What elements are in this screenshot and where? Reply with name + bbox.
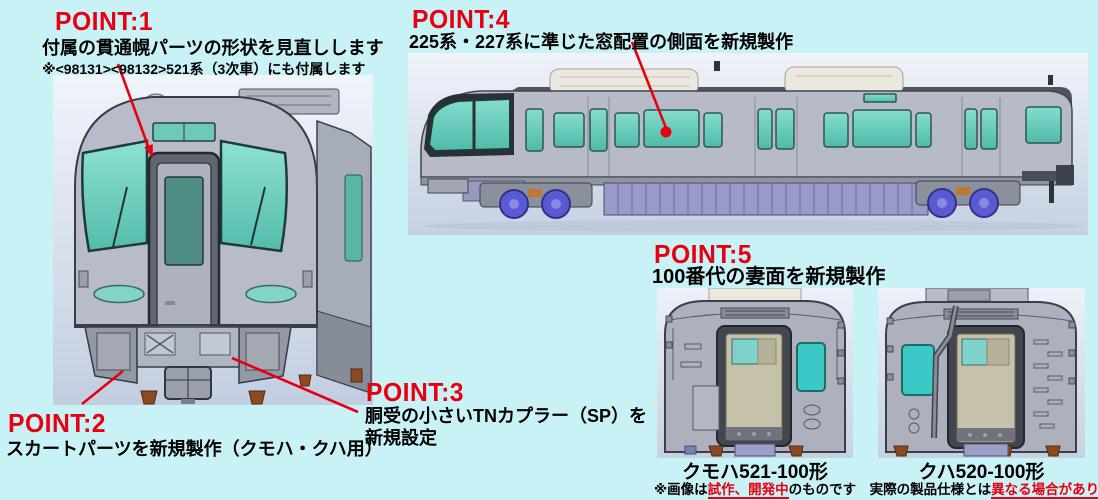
under-gear bbox=[684, 443, 804, 457]
point2-desc: スカートパーツを新規製作（クモハ・クハ用） bbox=[6, 439, 383, 459]
conduit bbox=[931, 305, 959, 439]
windshields bbox=[81, 139, 289, 253]
cab-step bbox=[427, 178, 469, 194]
headlight-left bbox=[93, 284, 145, 304]
edge-fittings bbox=[886, 317, 1076, 385]
end-window bbox=[901, 344, 935, 396]
end-view-right-caption: クハ520-100形 bbox=[918, 462, 1045, 483]
end-door bbox=[947, 325, 1025, 449]
headlight-right bbox=[245, 284, 297, 304]
vent-grille bbox=[943, 308, 1019, 320]
point1-note: ※<98131><98132>521系（3次車）にも付属します bbox=[42, 61, 366, 77]
air-hose bbox=[248, 390, 266, 405]
end-view-left-render bbox=[657, 288, 853, 458]
point3-label: POINT:3 bbox=[366, 377, 465, 407]
edge-fittings bbox=[665, 315, 845, 385]
point4-label: POINT:4 bbox=[412, 4, 511, 34]
side-windows bbox=[525, 93, 1062, 152]
point1-label: POINT:1 bbox=[55, 6, 154, 36]
point3-desc: 胴受の小さいTNカプラー（SP）を 新規設定 bbox=[365, 405, 647, 449]
tn-coupler bbox=[136, 326, 240, 404]
disclaimer-part1: ※画像は bbox=[654, 482, 708, 497]
end-view-right-render bbox=[878, 288, 1085, 458]
door-edges bbox=[587, 97, 1001, 177]
front-bogie bbox=[479, 182, 593, 219]
end-details bbox=[672, 328, 838, 430]
point2-label: POINT:2 bbox=[8, 408, 107, 438]
disclaimer-highlight2: 異なる場合があります bbox=[991, 482, 1098, 499]
air-hose bbox=[140, 390, 158, 405]
point3-desc-line2: 新規設定 bbox=[365, 428, 437, 448]
point3-desc-line1: 胴受の小さいTNカプラー（SP）を bbox=[365, 406, 648, 426]
point4-desc: 225系・227系に準じた窓配置の側面を新規製作 bbox=[409, 32, 794, 52]
rear-bogie bbox=[915, 180, 1021, 218]
point1-desc: 付属の貫通幌パーツの形状を見直しします bbox=[42, 38, 384, 58]
point5-label: POINT:5 bbox=[654, 239, 753, 269]
cab bbox=[424, 93, 514, 157]
end-details bbox=[908, 339, 1063, 434]
end-window bbox=[796, 342, 826, 392]
disclaimer: ※画像は試作、開発中のものです 実際の製品仕様とは異なる場合があります bbox=[654, 478, 1098, 499]
gangway-door bbox=[147, 151, 221, 345]
end-door bbox=[716, 325, 792, 447]
point5-desc: 100番代の妻面を新規製作 bbox=[652, 266, 886, 288]
front-view-render bbox=[53, 75, 373, 405]
vent-grille bbox=[720, 307, 790, 319]
disclaimer-part2: のものです 実際の製品仕様とは bbox=[788, 482, 992, 497]
end-coupler bbox=[1022, 165, 1074, 203]
air-hose bbox=[298, 374, 312, 387]
trailing-car-side bbox=[316, 119, 372, 395]
under-gear bbox=[893, 443, 1061, 457]
roof-box bbox=[925, 288, 1029, 304]
end-view-left-caption: クモハ521-100形 bbox=[682, 462, 828, 483]
disclaimer-highlight1: 試作、開発中 bbox=[707, 482, 789, 499]
access-panel bbox=[692, 385, 720, 431]
side-view-render bbox=[408, 53, 1088, 235]
